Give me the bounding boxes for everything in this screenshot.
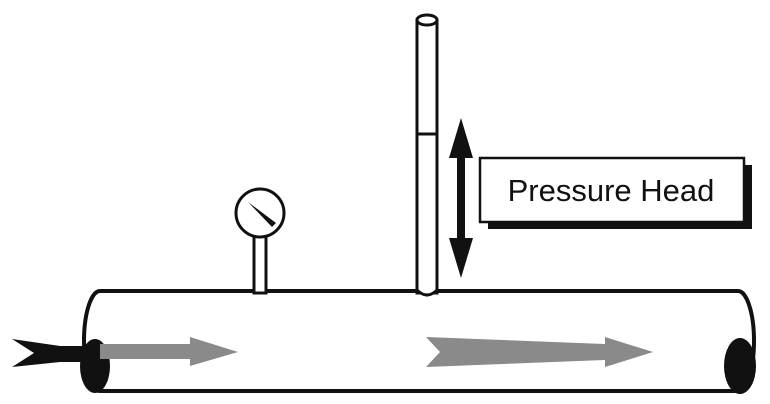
gauge-needle [248, 202, 276, 227]
double-headed-arrow-icon [449, 118, 473, 278]
piezometer-tube [415, 13, 439, 297]
arrow-head-up [449, 118, 473, 158]
pipe-right-opening [724, 338, 756, 394]
flow-arrow-icon [426, 337, 653, 367]
pressure-gauge-icon [234, 187, 286, 295]
label-box [478, 156, 746, 224]
tube-body [415, 18, 439, 295]
pipe [80, 289, 756, 394]
gauge-stem [252, 231, 268, 295]
inlet-arrow-icon [12, 339, 92, 367]
tube-bottom-curve [415, 288, 439, 297]
tube-top-opening [415, 13, 439, 27]
label-text: Pressure Head [508, 173, 715, 208]
arrow-head-down [449, 238, 473, 278]
flow-arrow-icon [100, 337, 238, 366]
arrow-shaft [457, 150, 465, 250]
pressure-head-label: Pressure Head [478, 156, 752, 229]
